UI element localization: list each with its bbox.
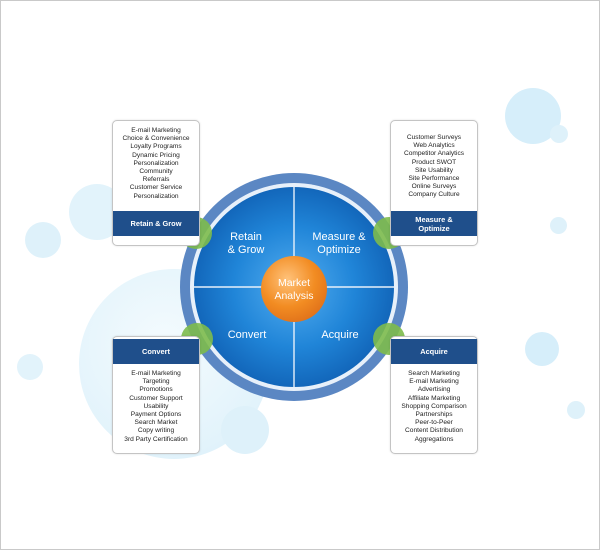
card-retain-list: E-mail Marketing Choice & Convenience Lo… (113, 121, 199, 201)
list-item: Product SWOT (411, 158, 457, 166)
list-item: Site Performance (408, 175, 460, 183)
card-retain-header: Retain & Grow (113, 211, 199, 236)
card-measure-list: Customer Surveys Web Analytics Competito… (391, 121, 477, 200)
list-item: Customer Surveys (406, 134, 462, 141)
card-retain-grow: E-mail Marketing Choice & Convenience Lo… (112, 120, 200, 246)
card-convert-header: Convert (113, 339, 199, 364)
list-item: Personalization (133, 192, 179, 200)
bg-bubble (221, 406, 269, 454)
list-item: Personalization (133, 159, 179, 167)
list-item: Competitor Analytics (403, 150, 465, 158)
list-item: Customer Support (129, 394, 183, 402)
bg-bubble (550, 217, 567, 234)
card-measure-header: Measure & Optimize (391, 211, 477, 236)
list-item: Shopping Comparison (401, 402, 467, 410)
bg-bubble (525, 332, 559, 366)
list-item: 3rd Party Certification (124, 435, 188, 443)
card-convert-title: Convert (142, 347, 170, 356)
bg-bubble (567, 401, 585, 419)
list-item: Payment Options (130, 411, 182, 419)
list-item: E-mail Marketing (409, 378, 459, 386)
list-item: Aggregations (414, 435, 454, 443)
list-item: Usability (143, 402, 169, 410)
list-item: Content Distribution (405, 427, 463, 435)
card-convert-list: E-mail Marketing Targeting Promotions Cu… (113, 364, 199, 444)
list-item: Partnerships (415, 411, 453, 419)
bg-bubble (17, 354, 43, 380)
list-item: Peer-to-Peer (415, 419, 453, 427)
card-convert: Convert E-mail Marketing Targeting Promo… (112, 336, 200, 454)
list-item: Referrals (142, 176, 170, 184)
card-measure-optimize: Customer Surveys Web Analytics Competito… (390, 120, 478, 246)
center-circle (261, 256, 327, 322)
quadrant-label-measure-line2: Optimize (317, 244, 360, 256)
card-acquire: Acquire Search Marketing E-mail Marketin… (390, 336, 478, 454)
list-item: Online Surveys (411, 183, 457, 191)
quadrant-label-acquire: Acquire (321, 329, 358, 341)
bg-bubble (550, 125, 568, 143)
center-label-line1: Market (278, 277, 310, 289)
list-item: Search Marketing (408, 370, 460, 377)
list-item: E-mail Marketing (131, 370, 181, 377)
list-item: Copy writing (137, 427, 175, 435)
list-item: E-mail Marketing (131, 127, 181, 134)
card-retain-title: Retain & Grow (130, 219, 182, 228)
card-acquire-header: Acquire (391, 339, 477, 364)
list-item: Promotions (139, 386, 173, 394)
center-label-line2: Analysis (274, 290, 313, 302)
list-item: Web Analytics (413, 142, 455, 150)
card-measure-title-line1: Measure & (415, 214, 453, 224)
card-measure-title-line2: Optimize (418, 223, 450, 233)
card-acquire-title: Acquire (420, 347, 448, 356)
list-item: Affiliate Marketing (407, 394, 461, 402)
list-item: Site Usability (414, 166, 454, 174)
list-item: Choice & Convenience (122, 135, 190, 143)
list-item: Community (139, 168, 173, 176)
list-item: Customer Service (129, 184, 183, 192)
list-item: Company Culture (408, 191, 460, 199)
quadrant-label-retain-line1: Retain (230, 231, 262, 243)
list-item: Targeting (142, 378, 170, 386)
list-item: Loyalty Programs (130, 143, 182, 151)
list-item: Dynamic Pricing (132, 151, 180, 159)
quadrant-label-retain-line2: & Grow (228, 244, 265, 256)
list-item: Advertising (417, 386, 451, 394)
list-item: Search Market (134, 419, 178, 427)
card-acquire-list: Search Marketing E-mail Marketing Advert… (391, 364, 477, 444)
bg-bubble (25, 222, 61, 258)
quadrant-label-measure-line1: Measure & (312, 231, 366, 243)
quadrant-label-convert: Convert (228, 329, 267, 341)
